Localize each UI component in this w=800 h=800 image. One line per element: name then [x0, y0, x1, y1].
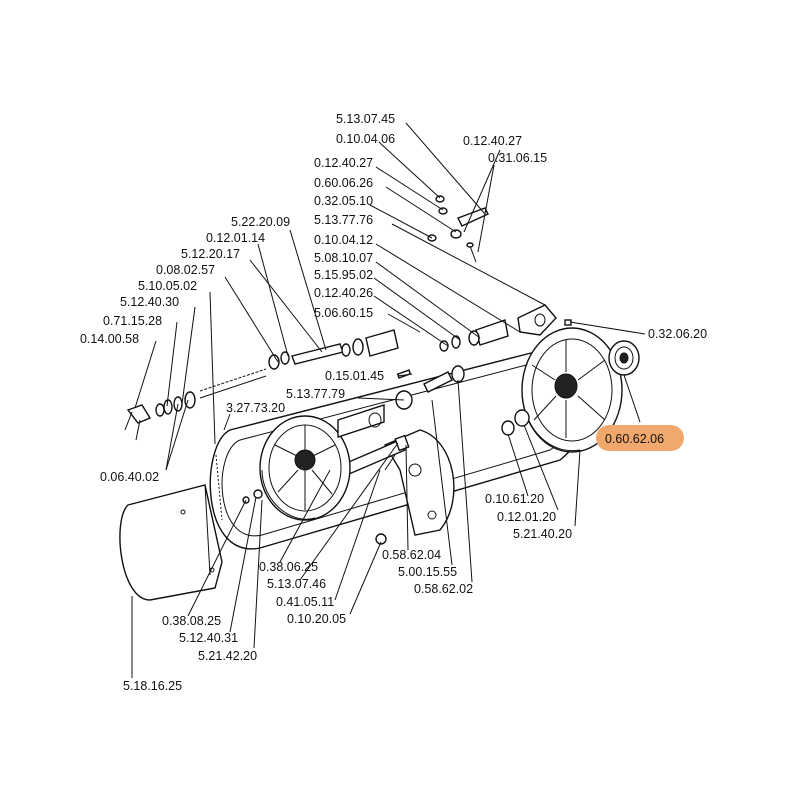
- label-5-22-20-09[interactable]: 5.22.20.09: [231, 215, 290, 229]
- label-0-12-40-27-a[interactable]: 0.12.40.27: [463, 134, 522, 148]
- diagram-drawing: [119, 195, 640, 601]
- bracket-hole: [427, 510, 437, 520]
- label-0-60-06-26[interactable]: 0.60.06.26: [314, 176, 373, 190]
- highlight-badge: [596, 425, 684, 451]
- part-labels: 5.13.07.45 0.10.04.06 0.12.40.27 0.31.06…: [80, 112, 707, 693]
- valve-fitting-assembly: [439, 304, 572, 352]
- label-0-58-62-04[interactable]: 0.58.62.04: [382, 548, 441, 562]
- label-5-12-40-31[interactable]: 5.12.40.31: [179, 631, 238, 645]
- label-5-12-40-30[interactable]: 5.12.40.30: [120, 295, 179, 309]
- spacer-sleeve-assembly: [268, 329, 399, 370]
- label-0-14-00-58[interactable]: 0.14.00.58: [80, 332, 139, 346]
- label-0-32-06-20[interactable]: 0.32.06.20: [648, 327, 707, 341]
- label-5-08-10-07[interactable]: 5.08.10.07: [314, 251, 373, 265]
- label-0-60-62-06[interactable]: 0.60.62.06: [605, 432, 664, 446]
- label-0-38-08-25[interactable]: 0.38.08.25: [162, 614, 221, 628]
- label-0-12-01-14[interactable]: 0.12.01.14: [206, 231, 265, 245]
- label-0-12-40-26[interactable]: 0.12.40.26: [314, 286, 373, 300]
- label-0-10-20-05[interactable]: 0.10.20.05: [287, 612, 346, 626]
- label-0-12-01-20[interactable]: 0.12.01.20: [497, 510, 556, 524]
- label-5-12-20-17[interactable]: 5.12.20.17: [181, 247, 240, 261]
- inner-stud: [384, 454, 396, 471]
- label-0-31-06-15[interactable]: 0.31.06.15: [488, 151, 547, 165]
- label-0-10-04-06[interactable]: 0.10.04.06: [336, 132, 395, 146]
- label-5-10-05-02[interactable]: 5.10.05.02: [138, 279, 197, 293]
- label-0-10-61-20[interactable]: 0.10.61.20: [485, 492, 544, 506]
- label-5-21-40-20[interactable]: 5.21.40.20: [513, 527, 572, 541]
- bearing: [608, 340, 640, 376]
- label-0-71-15-28[interactable]: 0.71.15.28: [103, 314, 162, 328]
- label-0-38-06-25[interactable]: 0.38.06.25: [259, 560, 318, 574]
- label-5-18-16-25[interactable]: 5.18.16.25: [123, 679, 182, 693]
- cover-plate-hole: [180, 509, 186, 515]
- inner-bracket-plate: [383, 429, 455, 536]
- small-nut: [375, 533, 387, 545]
- label-5-00-15-55[interactable]: 5.00.15.55: [398, 565, 457, 579]
- label-5-21-42-20[interactable]: 5.21.42.20: [198, 649, 257, 663]
- washer: [514, 409, 530, 427]
- cover-plate-edge: [204, 484, 211, 576]
- label-0-12-40-27-b[interactable]: 0.12.40.27: [314, 156, 373, 170]
- small-bolt: [396, 369, 412, 379]
- label-5-13-77-79[interactable]: 5.13.77.79: [286, 387, 345, 401]
- label-5-13-07-45[interactable]: 5.13.07.45: [336, 112, 395, 126]
- label-5-13-07-46[interactable]: 5.13.07.46: [267, 577, 326, 591]
- leader-lines: [131, 122, 646, 678]
- label-3-27-73-20[interactable]: 3.27.73.20: [226, 401, 285, 415]
- label-5-13-77-76[interactable]: 5.13.77.76: [314, 213, 373, 227]
- label-0-58-62-02[interactable]: 0.58.62.02: [414, 582, 473, 596]
- label-0-06-40-02[interactable]: 0.06.40.02: [100, 470, 159, 484]
- label-0-15-01-45[interactable]: 0.15.01.45: [325, 369, 384, 383]
- bracket-hole: [408, 463, 422, 477]
- label-5-06-60-15[interactable]: 5.06.60.15: [314, 306, 373, 320]
- label-0-32-05-10[interactable]: 0.32.05.10: [314, 194, 373, 208]
- motor-pulley: [259, 415, 351, 521]
- label-0-08-02-57[interactable]: 0.08.02.57: [156, 263, 215, 277]
- belt-guard-rim: [215, 454, 223, 521]
- washer: [501, 420, 515, 436]
- label-5-15-95-02[interactable]: 5.15.95.02: [314, 268, 373, 282]
- small-washer: [253, 489, 263, 499]
- label-0-10-04-12[interactable]: 0.10.04.12: [314, 233, 373, 247]
- cover-plate: [119, 484, 223, 601]
- compressor-pulley: [521, 327, 623, 453]
- label-0-41-05-11[interactable]: 0.41.05.11: [276, 595, 334, 609]
